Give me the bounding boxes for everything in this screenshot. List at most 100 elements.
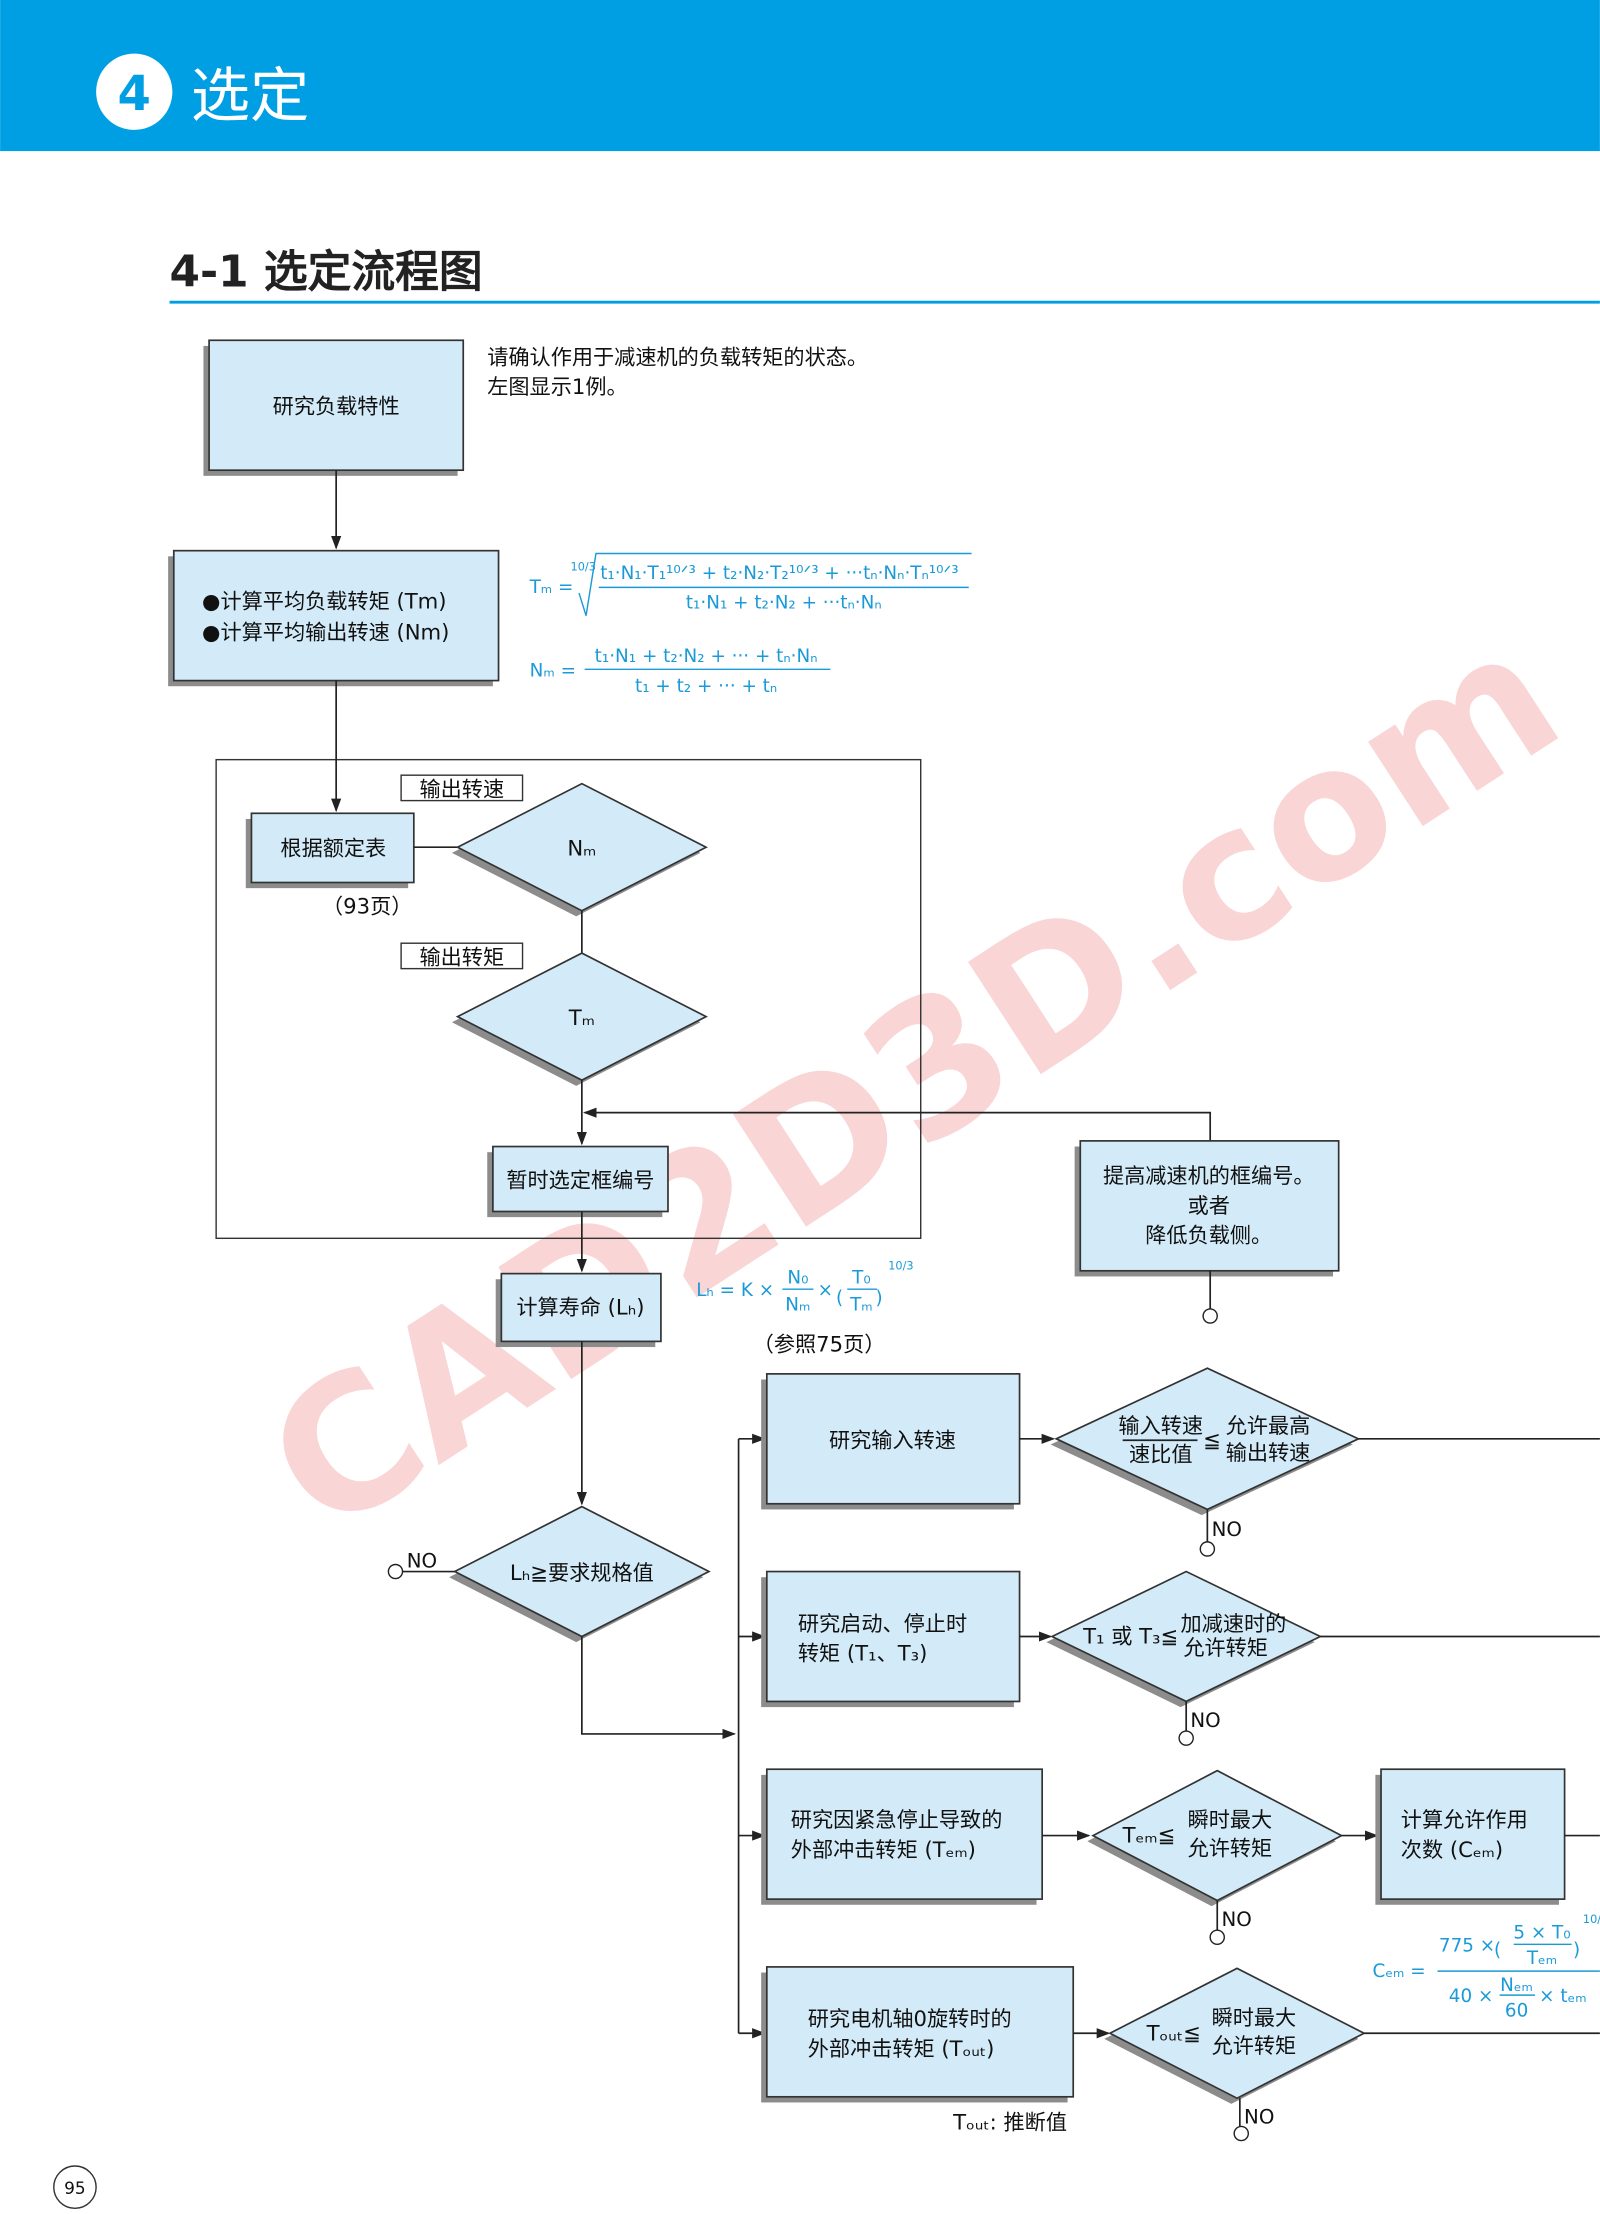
node-calc-life: 计算寿命 (Lₕ) [495,1272,662,1348]
svg-text:Tₑₘ≦: Tₑₘ≦ [1122,1823,1176,1848]
svg-text:输出转速: 输出转速 [420,776,505,801]
svg-text:Lₕ≧要求规格值: Lₕ≧要求规格值 [510,1560,654,1585]
svg-text:t₁·N₁ + t₂·N₂ + ··· + tₙ·Nₙ: t₁·N₁ + t₂·N₂ + ··· + tₙ·Nₙ [595,646,818,667]
svg-text:Cₑₘ =: Cₑₘ = [1373,1961,1426,1982]
decision-output-speed: Nₘ [451,782,708,917]
no-label: NO [1221,1908,1251,1931]
node-increase-frame: 提高减速机的框编号。 或者 降低负载侧。 [1074,1140,1340,1277]
svg-text:允许转矩: 允许转矩 [1188,1835,1273,1860]
formula-tm: Tₘ = 10/3 t₁·N₁·T₁¹⁰ᐟ³ + t₂·N₂·T₂¹⁰ᐟ³ + … [529,552,972,616]
node-allowable-count: 计算允许作用 次数 (Cₑₘ) [1375,1768,1566,1905]
svg-text:●计算平均负载转矩 (Tm): ●计算平均负载转矩 (Tm) [202,589,446,614]
decision-output-torque: Tₘ [451,952,708,1086]
header-title: 选定 [191,61,310,130]
svg-text:转矩 (T₁、T₃): 转矩 (T₁、T₃) [798,1641,928,1666]
formula-cem: Cₑₘ = 775 × ( 5 × T₀ Tₑₘ ) 10/3 40 × Nₑₘ… [1373,1913,1600,2021]
paren-left: ( [836,1287,843,1308]
note-line-2: 左图显示1例。 [487,374,627,399]
svg-text:降低负载侧。: 降低负载侧。 [1145,1223,1272,1248]
svg-text:允许最高: 允许最高 [1226,1413,1311,1438]
formula-nm: Nₘ = t₁·N₁ + t₂·N₂ + ··· + tₙ·Nₙ t₁ + t₂… [530,646,831,697]
svg-text:输出转速: 输出转速 [1226,1440,1311,1465]
decision-life: Lₕ≧要求规格值 [449,1505,711,1643]
formula-lh: Lₕ = K × N₀ Nₘ × ( T₀ Tₘ ) 10/3 [696,1259,913,1315]
svg-text:T₀: T₀ [851,1267,871,1288]
svg-text:Nₑₘ: Nₑₘ [1500,1975,1533,1996]
svg-text:提高减速机的框编号。: 提高减速机的框编号。 [1103,1163,1315,1188]
connector-circle [1202,1308,1218,1324]
svg-text:输出转矩: 输出转矩 [420,944,505,969]
svg-text:根据额定表: 根据额定表 [280,836,386,861]
svg-text:40 ×: 40 × [1449,1986,1494,2007]
no-label: NO [1190,1709,1220,1732]
node-zero-rotation: 研究电机轴0旋转时的 外部冲击转矩 (Tₒᵤₜ) [761,1966,1075,2103]
svg-text:研究负载特性: 研究负载特性 [273,394,400,419]
svg-text:或者: 或者 [1188,1193,1230,1218]
svg-text:加减速时的: 加减速时的 [1181,1611,1287,1636]
node-provisional-frame: 暂时选定框编号 [487,1145,669,1218]
header-band [0,0,1600,152]
svg-text:输入转速: 输入转速 [1118,1413,1203,1438]
svg-text:t₁ + t₂ + ··· + tₙ: t₁ + t₂ + ··· + tₙ [635,676,777,697]
svg-text:t₁·N₁·T₁¹⁰ᐟ³ + t₂·N₂·T₂¹⁰ᐟ³ +: t₁·N₁·T₁¹⁰ᐟ³ + t₂·N₂·T₂¹⁰ᐟ³ + ···tₙ·Nₙ·T… [600,563,958,584]
node-emergency-stop: 研究因紧急停止导致的 外部冲击转矩 (Tₑₘ) [761,1768,1044,1905]
svg-text:外部冲击转矩 (Tₑₘ): 外部冲击转矩 (Tₑₘ) [791,1837,976,1862]
svg-text:60: 60 [1505,2000,1528,2021]
svg-text:×: × [818,1280,833,1301]
svg-text:瞬时最大: 瞬时最大 [1188,1807,1273,1832]
connector-circle [1199,1541,1216,1557]
connector-circle [1178,1730,1194,1746]
no-label: NO [1244,2106,1274,2129]
svg-text:Tₒᵤₜ≦: Tₒᵤₜ≦ [1146,2020,1201,2045]
svg-text:允许转矩: 允许转矩 [1212,2033,1297,2058]
svg-text:瞬时最大: 瞬时最大 [1212,2005,1297,2030]
svg-text:Nₘ =: Nₘ = [530,660,576,681]
svg-text:次数 (Cₑₘ): 次数 (Cₑₘ) [1401,1837,1503,1862]
svg-text:T₁ 或 T₃≦: T₁ 或 T₃≦ [1082,1624,1178,1649]
connector-circle [387,1563,404,1580]
node-input-speed: 研究输入转速 [761,1373,1021,1510]
page-number-badge [53,2165,97,2210]
svg-text:Tₘ: Tₘ [568,1005,595,1030]
tag-output-torque: 输出转矩 [400,942,524,969]
svg-text:计算允许作用: 计算允许作用 [1401,1807,1528,1832]
svg-text:研究因紧急停止导致的: 研究因紧急停止导致的 [791,1807,1003,1832]
decision-zero-rotation: Tₒᵤₜ≦ 瞬时最大 允许转矩 [1104,1967,1366,2104]
section-number-badge [96,53,173,130]
svg-text:Tₑₘ: Tₑₘ [1526,1948,1557,1969]
section-number: 4 [118,66,151,122]
svg-text:≦: ≦ [1203,1427,1221,1452]
svg-text:研究电机轴0旋转时的: 研究电机轴0旋转时的 [808,2006,1012,2031]
section-title: 4-1 选定流程图 [170,247,483,298]
svg-text:Tₘ: Tₘ [849,1294,873,1315]
rating-table-page: （93页） [322,894,412,919]
svg-text:Lₕ = K ×: Lₕ = K × [696,1280,774,1301]
svg-text:10/3: 10/3 [888,1259,913,1272]
svg-text:速比值: 速比值 [1129,1441,1192,1466]
paren-right: ) [1573,1940,1580,1961]
svg-text:× tₑₘ: × tₑₘ [1539,1986,1586,2007]
svg-text:10/3: 10/3 [1583,1913,1600,1926]
svg-text:Nₘ: Nₘ [567,836,596,861]
connector-circle [1209,1929,1226,1946]
life-page-ref: （参照75页） [753,1331,886,1356]
node-calc-averages: ●计算平均负载转矩 (Tm) ●计算平均输出转速 (Nm) [168,549,500,687]
selection-frame [215,758,922,1240]
connector-circle [1233,2125,1250,2142]
svg-text:775 ×: 775 × [1439,1935,1495,1956]
svg-text:N₀: N₀ [787,1267,808,1288]
svg-text:5 × T₀: 5 × T₀ [1513,1923,1570,1944]
node-load-characteristics: 研究负载特性 [203,339,465,476]
paren-left: ( [1494,1940,1501,1961]
page-number: 95 [64,2178,86,2198]
tag-output-speed: 输出转速 [400,774,524,801]
decision-start-stop: T₁ 或 T₃≦ 加减速时的 允许转矩 [1046,1570,1323,1708]
svg-text:计算寿命 (Lₕ): 计算寿命 (Lₕ) [516,1295,644,1320]
note-line-1: 请确认作用于减速机的负载转矩的状态。 [487,344,868,369]
svg-text:暂时选定框编号: 暂时选定框编号 [506,1167,654,1192]
svg-text:Nₘ: Nₘ [785,1294,810,1315]
svg-text:允许转矩: 允许转矩 [1183,1635,1268,1660]
svg-text:研究输入转速: 研究输入转速 [829,1427,956,1452]
svg-text:●计算平均输出转速 (Nm): ●计算平均输出转速 (Nm) [202,620,449,645]
